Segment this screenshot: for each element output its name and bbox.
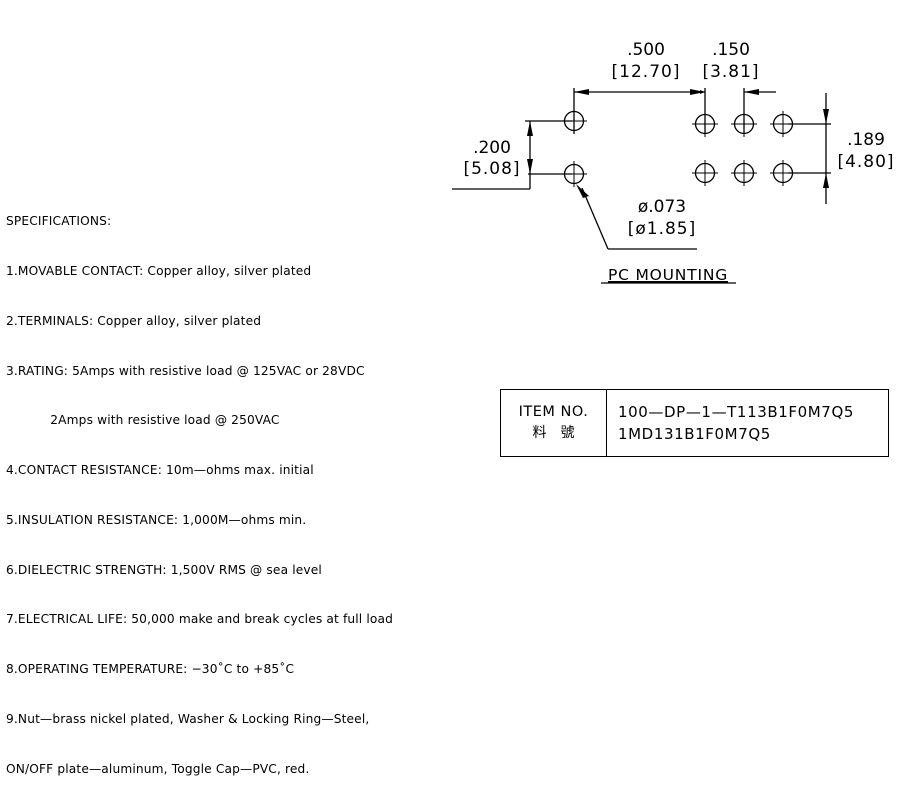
spec-line: 1.MOVABLE CONTACT: Copper alloy, silver … [6, 263, 312, 278]
dim-150-inch: .150 [712, 40, 750, 60]
dim-189-inch: .189 [847, 130, 885, 150]
spec-line: 6.DIELECTRIC STRENGTH: 1,500V RMS @ sea … [6, 562, 322, 577]
spec-line: 8.OPERATING TEMPERATURE: −30˚C to +85˚C [6, 662, 295, 677]
item-number-values-cell: 100—DP—1—T113B1F0M7Q5 1MD131B1F0M7Q5 [607, 390, 888, 456]
mounting-hole [770, 111, 796, 137]
mounting-hole [692, 160, 718, 186]
spec-line: 7.ELECTRICAL LIFE: 50,000 make and break… [6, 612, 394, 627]
hole-diameter-inch: ø.073 [638, 197, 686, 217]
item-number-value: 1MD131B1F0M7Q5 [618, 425, 771, 443]
mounting-hole [731, 160, 757, 186]
pc-mounting-drawing: .500 [12.70] .150 [3.81] .200 [5.08] .18… [452, 40, 894, 284]
spec-line: 4.CONTACT RESISTANCE: 10m—ohms max. init… [6, 463, 314, 478]
mounting-hole [770, 160, 796, 186]
item-number-value: 100—DP—1—T113B1F0M7Q5 [618, 403, 855, 421]
dim-200-inch: .200 [473, 138, 511, 158]
hole-diameter-mm: [ø1.85] [628, 219, 697, 239]
mounting-hole [692, 111, 718, 137]
dim-500-mm: [12.70] [612, 62, 681, 82]
specifications-block: SPECIFICATIONS: 1.MOVABLE CONTACT: Coppe… [6, 180, 393, 794]
mounting-hole [561, 108, 587, 134]
item-number-table: ITEM NO. 料號 100—DP—1—T113B1F0M7Q5 1MD131… [500, 389, 889, 457]
dim-200-mm: [5.08] [463, 159, 520, 179]
item-number-label-cjk: 料號 [532, 425, 589, 441]
mounting-hole [561, 161, 587, 187]
spec-line: 2.TERMINALS: Copper alloy, silver plated [6, 313, 262, 328]
spec-line: 3.RATING: 5Amps with resistive load @ 12… [6, 363, 365, 378]
item-number-label-cell: ITEM NO. 料號 [501, 390, 607, 456]
specifications-title: SPECIFICATIONS: [6, 214, 112, 229]
diameter-leader-line [581, 187, 609, 250]
pc-mounting-title: PC MOUNTING [608, 266, 728, 284]
spec-line: 9.Nut—brass nickel plated, Washer & Lock… [6, 712, 370, 726]
spec-line: 2Amps with resistive load @ 250VAC [6, 413, 280, 428]
spec-line: 5.INSULATION RESISTANCE: 1,000M—ohms min… [6, 512, 307, 527]
item-number-label: ITEM NO. [518, 404, 589, 420]
mounting-hole [731, 111, 757, 137]
dim-150-mm: [3.81] [702, 62, 759, 82]
dim-500-inch: .500 [627, 40, 665, 60]
spec-line: ON/OFF plate—aluminum, Toggle Cap—PVC, r… [6, 761, 310, 776]
dim-189-mm: [4.80] [837, 152, 894, 172]
